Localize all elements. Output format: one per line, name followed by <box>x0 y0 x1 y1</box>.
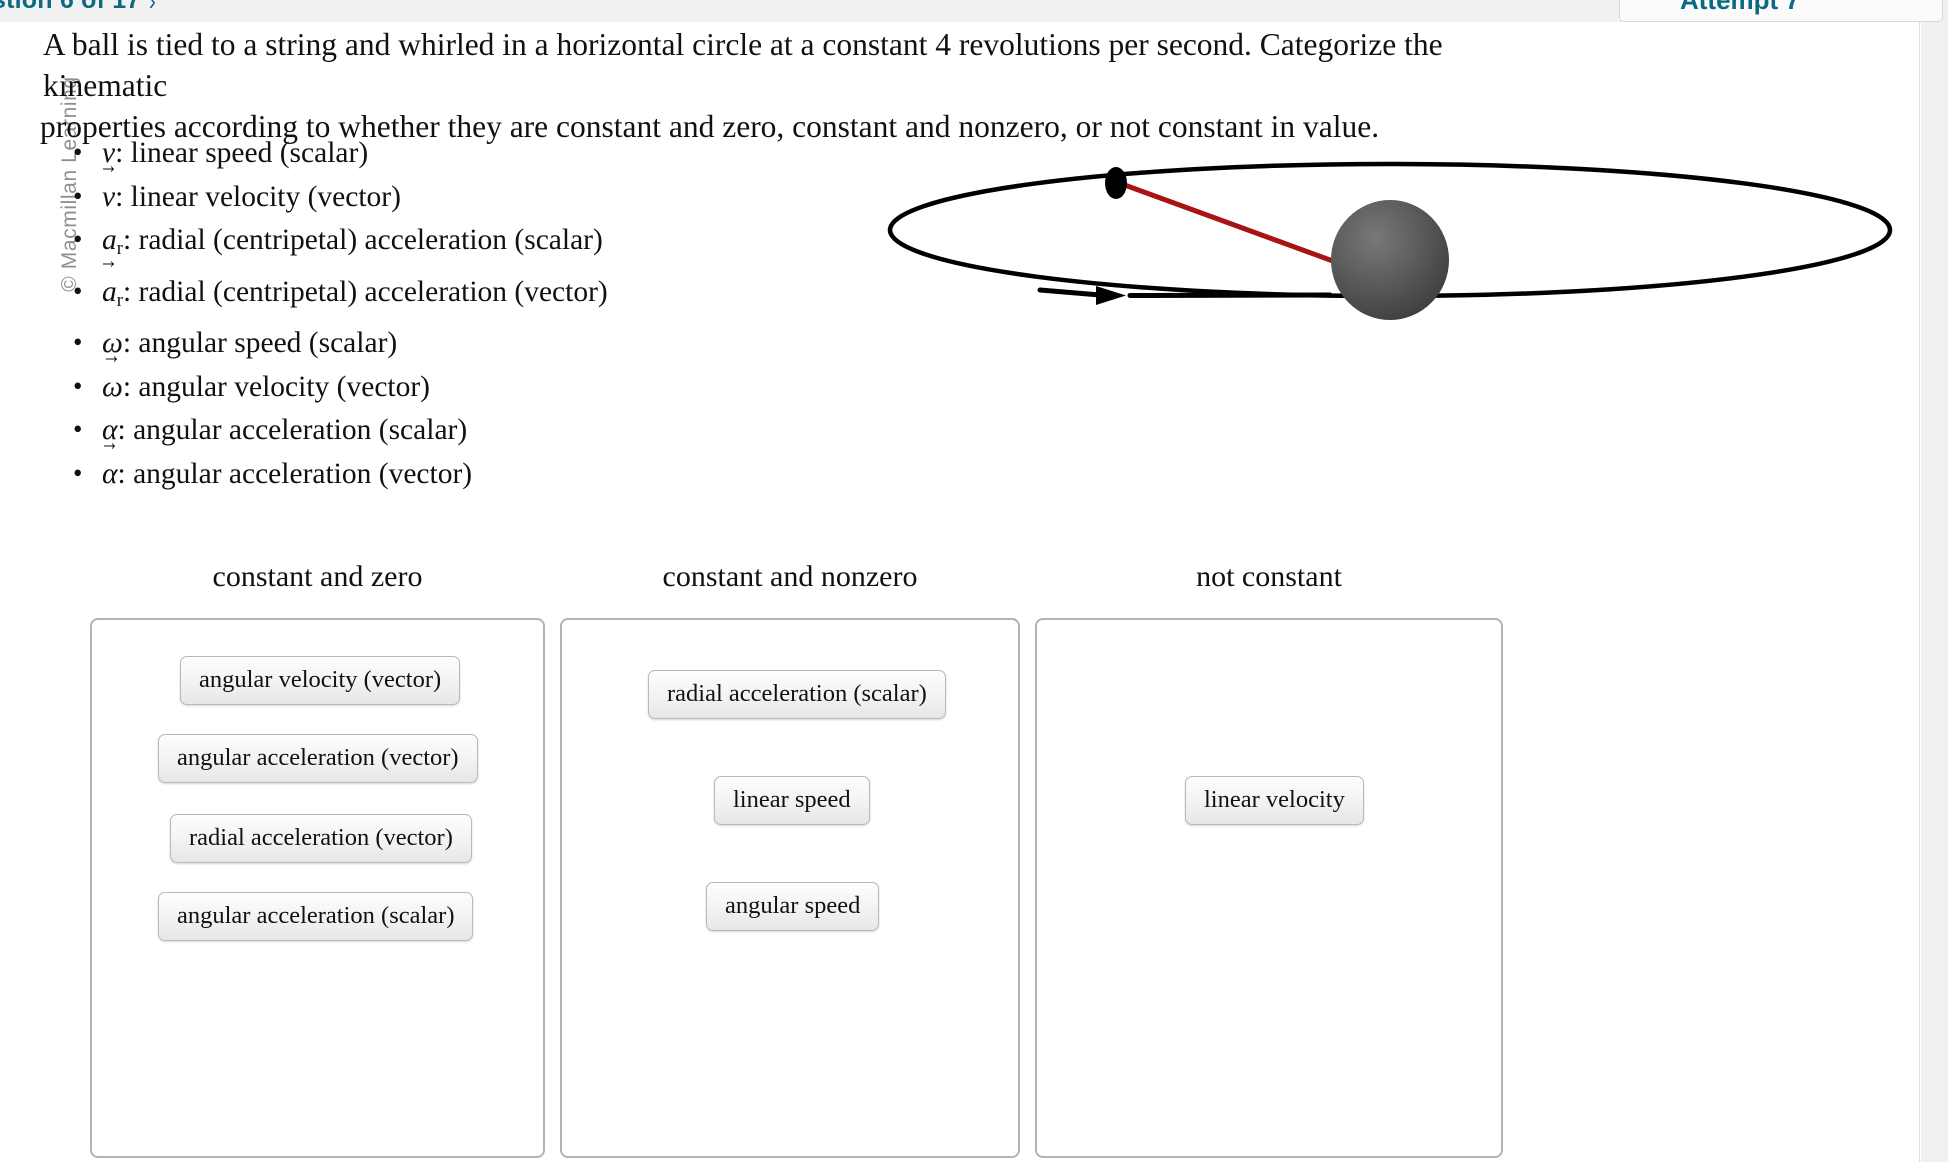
question-page: © Macmillan Learning A ball is tied to a… <box>0 22 1920 1162</box>
category-title: constant and nonzero <box>662 560 918 593</box>
draggable-chip[interactable]: angular acceleration (vector) <box>158 734 478 783</box>
draggable-chip[interactable]: radial acceleration (vector) <box>170 814 472 863</box>
property-description: : angular acceleration (scalar) <box>117 414 468 447</box>
property-symbol: v <box>102 176 115 220</box>
property-description: : radial (centripetal) acceleration (sca… <box>122 224 603 256</box>
draggable-chip[interactable]: linear velocity <box>1185 776 1364 825</box>
string-line <box>1121 181 1353 271</box>
property-description: : angular acceleration (vector) <box>117 457 473 490</box>
right-scroll-gutter[interactable] <box>1921 22 1948 1162</box>
kinematic-property-item: v: linear speed (scalar) <box>73 131 608 176</box>
property-symbol-subscript: r <box>116 289 123 311</box>
categorization-area: constant and zero angular velocity (vecto… <box>12 562 1919 1162</box>
attempt-label: Attempt 7 <box>1680 0 1800 15</box>
property-symbol: a <box>102 271 117 315</box>
kinematic-property-item: ω: angular speed (scalar) <box>73 321 608 366</box>
direction-arrow-icon <box>1037 286 1333 305</box>
category-column: constant and nonzero radial acceleration … <box>560 562 1020 1158</box>
kinematic-properties-list: v: linear speed (scalar)v: linear veloci… <box>66 131 608 497</box>
property-symbol: ω <box>102 366 123 410</box>
property-description: : radial (centripetal) acceleration (vec… <box>122 275 608 308</box>
property-description: : linear speed (scalar) <box>115 137 369 169</box>
category-title: constant and zero <box>212 560 423 593</box>
top-navigation-inner: stion 6 of 17 › <box>0 0 1948 22</box>
question-counter: stion 6 of 17 <box>0 0 141 14</box>
ball-sphere <box>1331 200 1449 320</box>
kinematic-property-item: ω: angular velocity (vector) <box>73 365 608 410</box>
attempt-selector[interactable]: Attempt 7 <box>1619 0 1943 22</box>
prompt-line-1: A ball is tied to a string and whirled i… <box>43 27 1443 103</box>
draggable-chip[interactable]: angular acceleration (scalar) <box>158 892 474 941</box>
top-navigation-bar: stion 6 of 17 › <box>0 0 1948 22</box>
kinematic-property-item: v: linear velocity (vector) <box>73 175 608 220</box>
kinematic-property-item: α: angular acceleration (scalar) <box>73 408 608 453</box>
category-column: constant and zero angular velocity (vecto… <box>90 562 545 1158</box>
draggable-chip[interactable]: angular speed <box>706 882 880 931</box>
pivot-hand-dot <box>1105 167 1127 199</box>
question-prompt: A ball is tied to a string and whirled i… <box>40 24 1523 147</box>
category-column: not constant linear velocity <box>1035 562 1503 1158</box>
category-dropzone[interactable]: radial acceleration (scalar) linear speed… <box>560 618 1020 1158</box>
draggable-chip[interactable]: angular velocity (vector) <box>180 656 461 705</box>
kinematic-property-item: ar: radial (centripetal) acceleration (s… <box>73 218 608 271</box>
property-description: : angular velocity (vector) <box>122 370 431 403</box>
property-description: : linear velocity (vector) <box>115 180 401 213</box>
ball-on-string-diagram <box>860 142 1919 342</box>
next-question-chevron-icon[interactable]: › <box>148 0 156 16</box>
property-description: : angular speed (scalar) <box>122 327 398 360</box>
draggable-chip[interactable]: linear speed <box>714 776 870 825</box>
draggable-chip[interactable]: radial acceleration (scalar) <box>648 670 946 719</box>
category-dropzone[interactable]: angular velocity (vector) angular acceler… <box>90 618 545 1158</box>
kinematic-property-item: ar: radial (centripetal) acceleration (v… <box>73 270 608 323</box>
category-title: not constant <box>1196 560 1342 593</box>
category-dropzone[interactable]: linear velocity <box>1035 618 1503 1158</box>
property-symbol: α <box>102 453 118 497</box>
kinematic-property-item: α: angular acceleration (vector) <box>73 452 608 497</box>
property-symbol-subscript: r <box>116 238 123 260</box>
